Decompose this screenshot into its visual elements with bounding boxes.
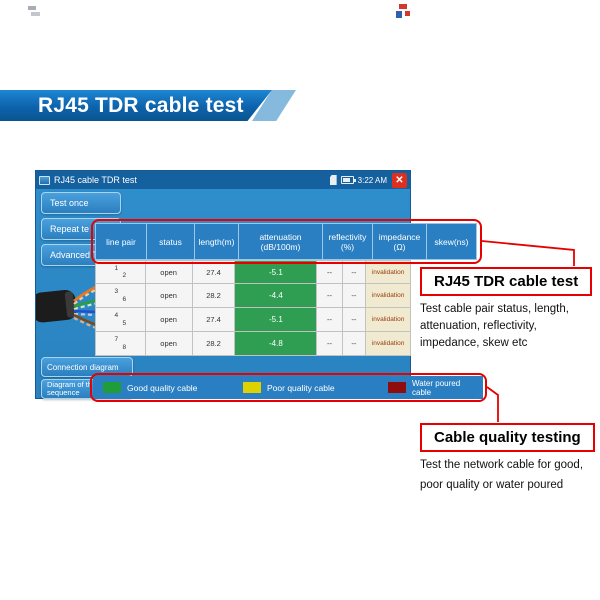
cell-status: open: [145, 308, 193, 332]
print-artifact-right: [396, 4, 412, 20]
cell-reflectivity: --: [317, 260, 343, 284]
battery-icon: [340, 176, 356, 184]
cell-status: open: [145, 332, 193, 356]
header-status: status: [147, 223, 195, 260]
good-cable-label: Good quality cable: [127, 383, 198, 393]
cell-reflectivity: --: [317, 308, 343, 332]
page-title: RJ45 TDR cable test: [38, 93, 244, 117]
cell-skew: invalidation: [366, 308, 411, 332]
cell-impedance: --: [342, 284, 367, 308]
header-line-pair: line pair: [95, 223, 147, 260]
cell-skew: invalidation: [366, 332, 411, 356]
app-icon: [39, 175, 50, 185]
sd-card-icon: [329, 175, 337, 185]
cell-length: 28.2: [192, 332, 236, 356]
cell-reflectivity: --: [317, 284, 343, 308]
water-cable-swatch: [388, 382, 406, 393]
cell-skew: invalidation: [366, 260, 411, 284]
test-once-button[interactable]: Test once: [41, 192, 121, 214]
cell-impedance: --: [342, 260, 367, 284]
annotation-title-tdr: RJ45 TDR cable test: [420, 267, 593, 296]
header-impedance: impedance(Ω): [373, 223, 427, 260]
connection-diagram-button[interactable]: Connection diagram: [41, 357, 133, 377]
header-attenuation: attenuation(dB/100m): [239, 223, 323, 260]
status-time: 3:22 AM: [357, 175, 387, 185]
cell-attenuation: -4.8: [235, 332, 318, 356]
table-header-row: line pair status length(m) attenuation(d…: [95, 223, 477, 260]
cell-status: open: [145, 260, 193, 284]
header-length: length(m): [195, 223, 239, 260]
device-titlebar: RJ45 cable TDR test 3:22 AM ✕: [36, 171, 410, 189]
annotation-title-quality: Cable quality testing: [420, 423, 595, 452]
page-banner: RJ45 TDR cable test: [0, 90, 272, 121]
cell-skew: invalidation: [366, 284, 411, 308]
annotation-body-tdr: Test cable pair status, length, attenuat…: [420, 303, 569, 349]
header-reflectivity: reflectivity(%): [323, 223, 373, 260]
close-button[interactable]: ✕: [392, 172, 407, 188]
poor-cable-swatch: [243, 382, 261, 393]
cell-attenuation: -5.1: [235, 308, 318, 332]
annotation-body-quality: Test the network cable for good, poor qu…: [420, 459, 584, 491]
cell-impedance: --: [342, 308, 367, 332]
poor-cable-label: Poor quality cable: [267, 383, 335, 393]
cell-reflectivity: --: [317, 332, 343, 356]
cell-length: 27.4: [192, 308, 236, 332]
cell-length: 28.2: [192, 284, 236, 308]
cell-impedance: --: [342, 332, 367, 356]
app-title: RJ45 cable TDR test: [54, 175, 137, 185]
print-artifact-left: [28, 6, 42, 18]
good-cable-swatch: [103, 382, 121, 393]
water-cable-label: Water poured cable: [412, 379, 461, 397]
cell-status: open: [145, 284, 193, 308]
cell-attenuation: -5.1: [235, 260, 318, 284]
cell-attenuation: -4.4: [235, 284, 318, 308]
cell-length: 27.4: [192, 260, 236, 284]
header-skew: skew(ns): [427, 223, 477, 260]
cable-quality-legend: Good quality cable Poor quality cable Wa…: [93, 376, 483, 399]
